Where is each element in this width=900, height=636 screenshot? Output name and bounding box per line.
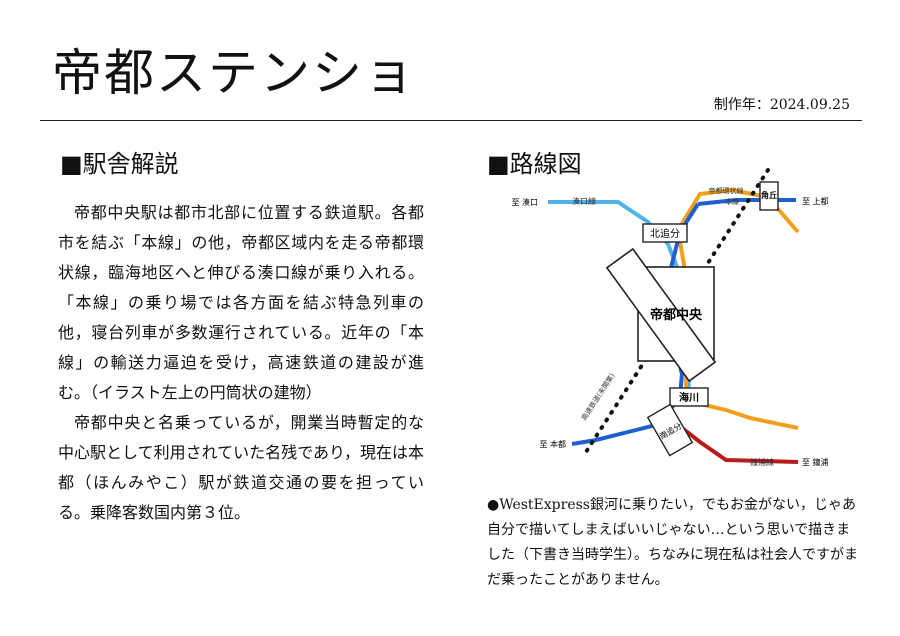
kitaoiwake-station-box bbox=[642, 223, 688, 243]
honsen-line-path-main bbox=[571, 202, 700, 446]
kachitsu-line-label: 鐘浦線 bbox=[750, 457, 774, 467]
kanjo-line-path bbox=[676, 187, 800, 234]
author-note: ●WestExpress銀河に乗りたい，でもお金がない，じゃあ自分で描いてしまえ… bbox=[487, 493, 862, 593]
to-kachitsu-label: 至 鐘浦 bbox=[802, 457, 829, 467]
description-paragraph-1: 帝都中央駅は都市北部に位置する鉄道駅。各都市を結ぶ「本線」の他，帝都区域内を走る… bbox=[58, 203, 424, 402]
minamioiwake-station-box bbox=[646, 403, 694, 457]
description-body: 帝都中央駅は都市北部に位置する鉄道駅。各都市を結ぶ「本線」の他，帝都区域内を走る… bbox=[58, 198, 424, 528]
kaisen-label: 海川 bbox=[679, 391, 699, 404]
teito-chuo-label: 帝都中央 bbox=[650, 307, 703, 323]
route-map-heading: ■路線図 bbox=[487, 150, 582, 178]
to-kamito-label: 至 上都 bbox=[802, 197, 829, 206]
description-paragraph-2: 帝都中央と名乗っているが，開業当時暫定的な中心駅として利用されていた名残であり，… bbox=[58, 413, 424, 522]
tsunogaoka-station-box bbox=[759, 181, 779, 211]
kachitsu-line-path bbox=[680, 426, 799, 464]
header-divider bbox=[40, 120, 862, 121]
creation-date: 制作年：2024.09.25 bbox=[713, 97, 850, 113]
to-honto-label: 至 本都 bbox=[539, 439, 566, 449]
to-minatoguchi-label: 至 湊口 bbox=[511, 197, 538, 207]
page-title: 帝都ステンショ bbox=[52, 44, 416, 102]
hsr-line-path bbox=[584, 168, 770, 454]
kitaoiwake-label: 北追分 bbox=[650, 227, 680, 240]
minatoguchi-line-label: 湊口線 bbox=[572, 196, 596, 206]
kaisen-station-box bbox=[669, 387, 709, 407]
kanjo-line-label: 帝都環状線 bbox=[709, 186, 744, 195]
tsunogaoka-label: 角丘 bbox=[761, 190, 777, 200]
hsr-station-box bbox=[605, 247, 717, 383]
honsen-top-label: 本線 bbox=[725, 197, 739, 206]
route-map: 帝都中央 北追分 角丘 海川 南追分 至 湊口 湊口線 帝都環状線 本線 至 上… bbox=[511, 168, 829, 467]
description-heading: ■駅舎解説 bbox=[60, 150, 179, 178]
author-note-text: ●WestExpress銀河に乗りたい，でもお金がない，じゃあ自分で描いてしまえ… bbox=[487, 497, 858, 588]
